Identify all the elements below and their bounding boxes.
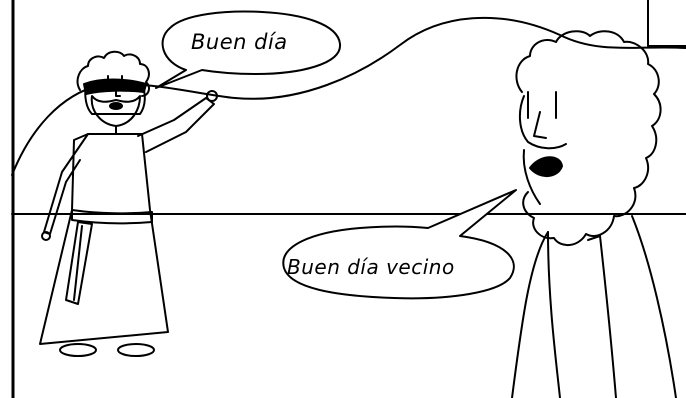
left-man-arm-right bbox=[137, 97, 215, 153]
left-man bbox=[39, 50, 218, 357]
left-man-face bbox=[84, 83, 146, 115]
right-man-hair bbox=[515, 30, 662, 246]
speech-bubbles bbox=[155, 10, 517, 300]
right-man bbox=[511, 30, 677, 398]
hill-outline bbox=[11, 16, 686, 176]
speech-bubble-left-text: Buen día bbox=[191, 30, 288, 54]
right-man-face bbox=[518, 95, 567, 150]
left-man-belt bbox=[71, 209, 153, 225]
right-man-mouth bbox=[529, 156, 563, 177]
left-man-hair bbox=[76, 50, 150, 97]
left-man-arm-left bbox=[43, 133, 89, 235]
left-man-beard bbox=[90, 95, 141, 127]
left-man-sash bbox=[65, 221, 93, 305]
right-man-robe bbox=[511, 231, 549, 398]
window-frame bbox=[647, 0, 686, 47]
bubble-right-shape bbox=[282, 189, 517, 300]
left-man-robe bbox=[39, 133, 169, 345]
left-man-brow bbox=[83, 78, 147, 95]
bubble-left-shape bbox=[155, 10, 342, 89]
speech-bubble-right-text: Buen día vecino bbox=[287, 255, 455, 279]
